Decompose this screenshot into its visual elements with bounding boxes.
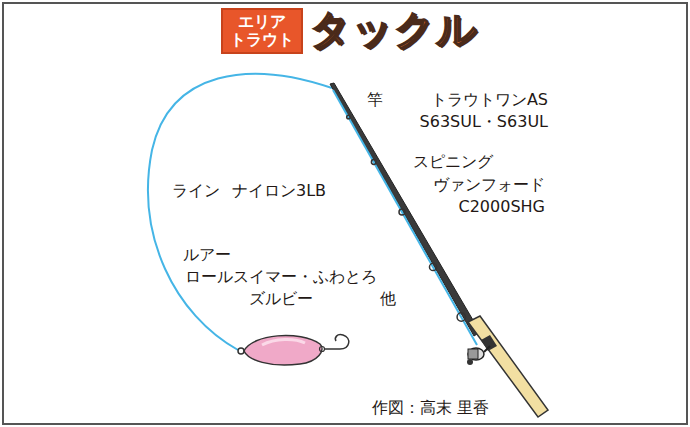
badge-text: エリア トラウト	[229, 13, 295, 49]
lure-names: ロールスイマー・ふわとろ ズルビー	[178, 266, 383, 310]
rod-model: トラウトワンAS S63SUL・S63UL	[388, 89, 548, 133]
line-spec: ナイロン3LB	[232, 180, 352, 202]
spoon-lure	[238, 335, 349, 366]
reel-seat	[481, 335, 497, 351]
part-label: スピニング	[413, 151, 533, 173]
reel-model: ヴァンフォード C2000SHG	[405, 174, 545, 218]
frame	[3, 3, 687, 424]
part-label: 竿	[367, 89, 387, 111]
title: タックル	[310, 6, 478, 52]
heading-badge: エリア トラウト	[221, 8, 303, 54]
part-label: ルアー	[183, 244, 263, 266]
rod-guides	[347, 115, 466, 321]
fishing-line	[148, 74, 332, 350]
note: 他	[380, 288, 404, 310]
credit: 作図：高末 里香	[372, 397, 532, 419]
spinning-reel	[467, 346, 490, 365]
part-label: ライン	[172, 180, 232, 202]
